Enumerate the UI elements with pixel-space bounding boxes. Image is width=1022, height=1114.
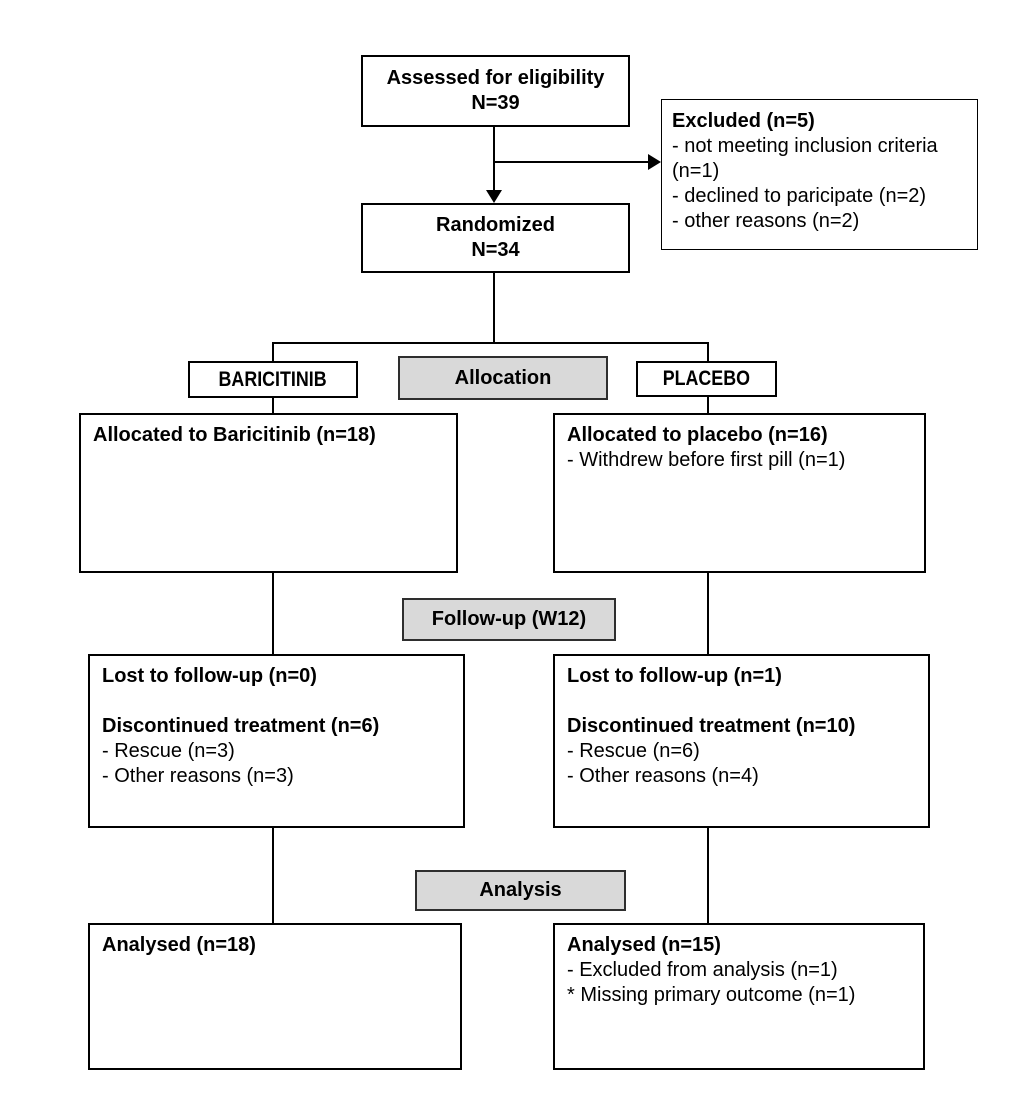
connector-randomized-down — [493, 273, 495, 343]
spacer — [567, 689, 916, 714]
allocated-placebo-title: Allocated to placebo (n=16) — [567, 424, 828, 446]
lost-to-followup-left: Lost to follow-up (n=0) — [102, 665, 317, 687]
connector-right-allocated-to-followup — [707, 572, 709, 655]
followup-baricitinib-box: Lost to follow-up (n=0) Discontinued tre… — [88, 654, 465, 828]
assessed-count: N=39 — [471, 92, 520, 114]
followup-right-item: - Other reasons (n=4) — [567, 765, 759, 787]
arrow-down-icon — [486, 190, 502, 203]
randomized-title: Randomized — [436, 214, 555, 236]
followup-left-item: - Rescue (n=3) — [102, 740, 235, 762]
connector-left-followup-to-analysis — [272, 827, 274, 924]
assessed-title: Assessed for eligibility — [386, 67, 605, 89]
connector-left-allocated-to-followup — [272, 572, 274, 655]
connector-to-excluded — [494, 161, 650, 163]
discontinued-right: Discontinued treatment (n=10) — [567, 715, 856, 737]
stage-analysis-label: Analysis — [479, 879, 562, 901]
analysed-placebo-item: - Excluded from analysis (n=1) — [567, 959, 838, 981]
assessed-box: Assessed for eligibility N=39 — [361, 55, 630, 127]
allocated-baricitinib-title: Allocated to Baricitinib (n=18) — [93, 424, 376, 446]
stage-followup-label: Follow-up (W12) — [431, 608, 587, 630]
allocated-placebo-box: Allocated to placebo (n=16) - Withdrew b… — [553, 413, 926, 573]
spacer — [102, 689, 451, 714]
analysed-baricitinib-title: Analysed (n=18) — [102, 934, 256, 956]
analysed-placebo-item: * Missing primary outcome (n=1) — [567, 984, 856, 1006]
followup-right-item: - Rescue (n=6) — [567, 740, 700, 762]
arrow-right-icon — [648, 154, 661, 170]
randomized-box: Randomized N=34 — [361, 203, 630, 273]
connector-right-followup-to-analysis — [707, 827, 709, 924]
connector-right-arm-to-allocated — [707, 396, 709, 414]
excluded-item: - other reasons (n=2) — [672, 210, 860, 232]
excluded-box: Excluded (n=5) - not meeting inclusion c… — [661, 99, 978, 250]
randomized-count: N=34 — [471, 239, 520, 261]
analysed-placebo-title: Analysed (n=15) — [567, 934, 721, 956]
connector-branch-right — [707, 342, 709, 363]
stage-analysis: Analysis — [415, 870, 626, 911]
arm-label-placebo: PLACEBO — [636, 361, 777, 397]
excluded-item: - declined to paricipate (n=2) — [672, 185, 927, 207]
discontinued-left: Discontinued treatment (n=6) — [102, 715, 380, 737]
excluded-title: Excluded (n=5) — [672, 110, 815, 132]
allocated-baricitinib-box: Allocated to Baricitinib (n=18) — [79, 413, 458, 573]
connector-assessed-down — [493, 127, 495, 192]
analysed-placebo-box: Analysed (n=15) - Excluded from analysis… — [553, 923, 925, 1070]
lost-to-followup-right: Lost to follow-up (n=1) — [567, 665, 782, 687]
arm-label-baricitinib: BARICITINIB — [188, 361, 358, 398]
stage-allocation: Allocation — [398, 356, 608, 400]
stage-followup: Follow-up (W12) — [402, 598, 616, 641]
arm-label-placebo-text: PLACEBO — [662, 367, 751, 390]
connector-left-arm-to-allocated — [272, 397, 274, 414]
arm-label-baricitinib-text: BARICITINIB — [218, 367, 328, 391]
followup-placebo-box: Lost to follow-up (n=1) Discontinued tre… — [553, 654, 930, 828]
analysed-baricitinib-box: Analysed (n=18) — [88, 923, 462, 1070]
connector-branch-left — [272, 342, 274, 362]
followup-left-item: - Other reasons (n=3) — [102, 765, 294, 787]
allocated-placebo-item: - Withdrew before first pill (n=1) — [567, 449, 846, 471]
stage-allocation-label: Allocation — [454, 366, 552, 389]
connector-branch-horizontal — [272, 342, 709, 344]
excluded-item: - not meeting inclusion criteria (n=1) — [672, 135, 938, 182]
